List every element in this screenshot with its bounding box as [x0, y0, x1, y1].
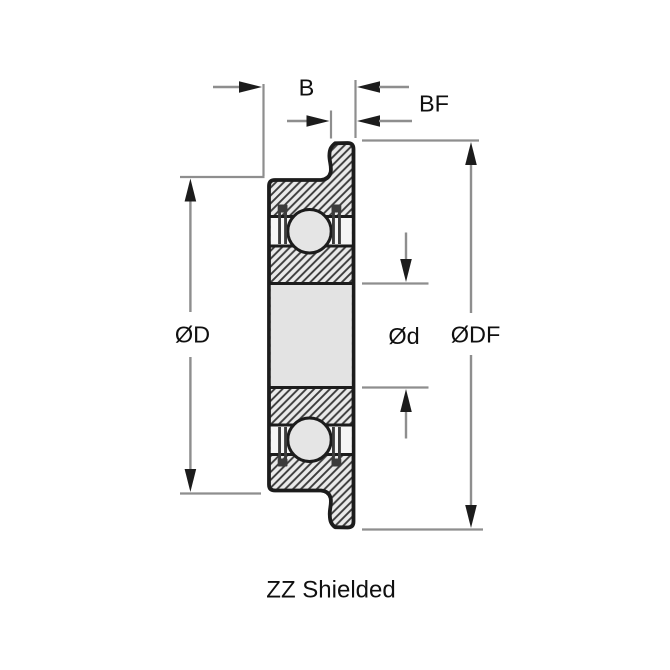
top-left-shield: [277, 204, 288, 244]
extension-lines: [180, 80, 483, 531]
label-bore-diameter: Ød: [388, 323, 419, 349]
bottom-ball: [286, 416, 333, 463]
label-flange-diameter: ØDF: [451, 322, 501, 348]
bore-area: [270, 285, 352, 386]
bottom-right-shield: [331, 427, 342, 467]
label-width: B: [299, 75, 315, 101]
label-flange-width: BF: [419, 91, 449, 117]
bottom-left-shield: [277, 427, 288, 467]
caption: ZZ Shielded: [266, 577, 395, 604]
label-outer-diameter: ØD: [175, 322, 210, 348]
dim-outer-diameter: ØD: [175, 178, 210, 492]
dim-flange-diameter: ØDF: [451, 142, 501, 528]
bearing-cross-section: [267, 141, 356, 530]
dim-flange-width: BF: [287, 91, 449, 127]
dim-bore-diameter: Ød: [388, 232, 420, 439]
dimension-annotations: ØD ØDF Ød B: [175, 75, 501, 531]
top-ball: [286, 208, 333, 255]
top-right-shield: [331, 204, 342, 244]
dim-width: B: [213, 75, 409, 101]
